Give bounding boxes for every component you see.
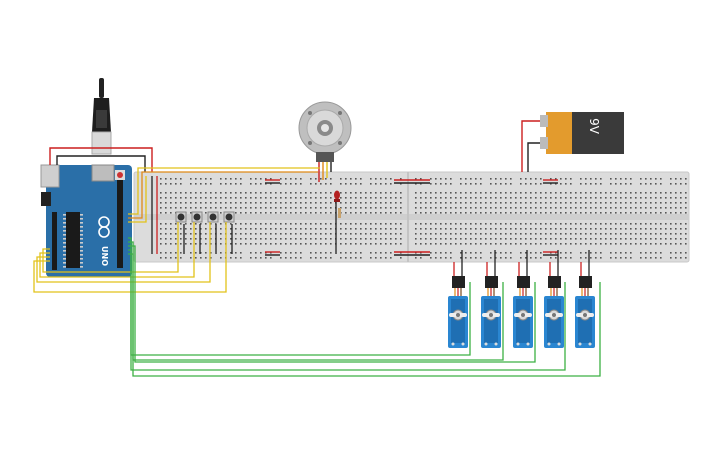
servo-motors[interactable] xyxy=(448,250,595,348)
servo-motor[interactable] xyxy=(544,250,564,348)
servo-motor[interactable] xyxy=(513,250,533,348)
pushbutton[interactable] xyxy=(223,211,235,223)
pushbutton[interactable] xyxy=(175,211,187,223)
breadboard[interactable] xyxy=(133,171,690,263)
arduino-infinity-logo xyxy=(98,216,110,238)
servo-motor[interactable] xyxy=(575,250,595,348)
usb-cable xyxy=(91,78,112,155)
wires xyxy=(33,167,601,377)
battery-9v[interactable]: 9V xyxy=(521,112,624,172)
pushbuttons[interactable] xyxy=(175,211,235,223)
pushbutton[interactable] xyxy=(207,211,219,223)
servo-motor[interactable] xyxy=(481,250,501,348)
arduino-uno-board[interactable]: UNO xyxy=(40,78,153,277)
rail-markers xyxy=(265,179,558,256)
servo-motor[interactable] xyxy=(448,250,468,348)
gear-motor-icon[interactable] xyxy=(298,101,352,182)
chip-pins xyxy=(63,214,83,268)
battery-label: 9V xyxy=(587,118,601,135)
pushbutton[interactable] xyxy=(191,211,203,223)
board-model-label: UNO xyxy=(100,246,109,266)
led[interactable] xyxy=(334,190,341,255)
breadboard-holes xyxy=(160,178,687,259)
